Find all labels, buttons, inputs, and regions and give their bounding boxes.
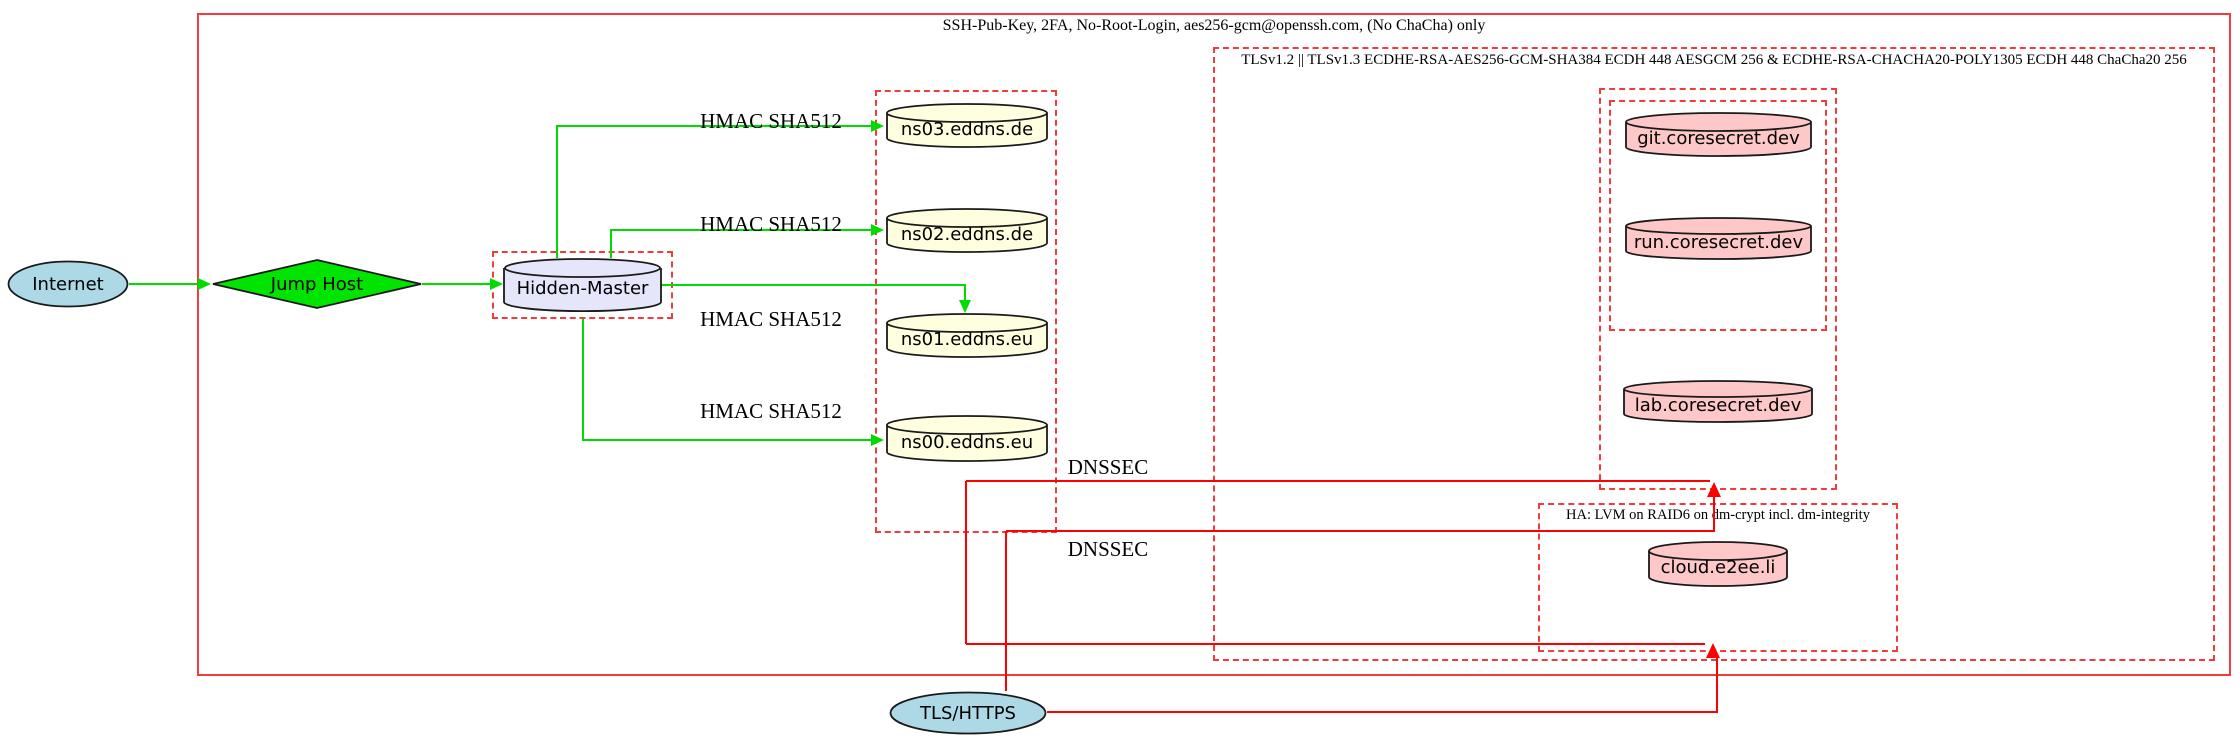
cluster-nameservers xyxy=(875,90,1057,533)
cylinder-shape xyxy=(503,258,662,312)
cylinder-shape xyxy=(1623,380,1813,423)
cylinder-shape xyxy=(1625,112,1812,157)
cluster-tls-label: TLSv1.2 || TLSv1.3 ECDHE-RSA-AES256-GCM-… xyxy=(1241,52,2187,68)
node-lab-label: lab.coresecret.dev xyxy=(1634,394,1802,416)
node-tls-https-label: TLS/HTTPS xyxy=(919,702,1016,724)
cluster-ssh-label: SSH-Pub-Key, 2FA, No-Root-Login, aes256-… xyxy=(942,17,1486,34)
node-ns02: ns02.eddns.de xyxy=(886,208,1048,253)
node-ns00: ns00.eddns.eu xyxy=(886,415,1048,462)
cylinder-shape xyxy=(886,103,1048,148)
node-ns00-label: ns00.eddns.eu xyxy=(900,431,1034,453)
edge-label-hmac-ns01: HMAC SHA512 xyxy=(700,307,842,331)
node-cloud: cloud.e2ee.li xyxy=(1648,541,1788,587)
node-run: run.coresecret.dev xyxy=(1625,217,1812,260)
node-cloud-label: cloud.e2ee.li xyxy=(1660,557,1776,578)
node-git-label: git.coresecret.dev xyxy=(1637,127,1800,149)
node-internet-label: Internet xyxy=(32,273,104,295)
node-lab: lab.coresecret.dev xyxy=(1623,380,1813,423)
node-ns01: ns01.eddns.eu xyxy=(886,313,1048,358)
node-jump-host-label: Jump Host xyxy=(270,273,364,295)
edge-label-hmac-ns02: HMAC SHA512 xyxy=(700,212,842,236)
cluster-coresecret-inner xyxy=(1609,100,1827,331)
diamond-shape xyxy=(212,259,422,309)
cylinder-shape xyxy=(886,415,1048,462)
node-jump-host: Jump Host xyxy=(212,259,422,309)
edge-label-hmac-ns03: HMAC SHA512 xyxy=(700,109,842,133)
node-git: git.coresecret.dev xyxy=(1625,112,1812,157)
node-internet: Internet xyxy=(7,260,129,308)
node-hidden-master: Hidden-Master xyxy=(503,258,662,312)
node-ns01-label: ns01.eddns.eu xyxy=(900,328,1034,350)
ellipse-shape xyxy=(889,691,1047,735)
cylinder-shape xyxy=(886,313,1048,358)
ellipse-shape xyxy=(7,260,129,308)
edge-label-dnssec-2: DNSSEC xyxy=(1067,537,1149,561)
edge-label-hmac-ns00: HMAC SHA512 xyxy=(700,399,842,423)
node-hidden-master-label: Hidden-Master xyxy=(516,278,649,299)
edge-label-dnssec-1: DNSSEC xyxy=(1067,455,1149,479)
node-ns02-label: ns02.eddns.de xyxy=(900,223,1034,245)
node-ns03: ns03.eddns.de xyxy=(886,103,1048,148)
cylinder-shape xyxy=(1648,541,1788,587)
cluster-ha-label: HA: LVM on RAID6 on dm-crypt incl. dm-in… xyxy=(1566,507,1870,523)
node-run-label: run.coresecret.dev xyxy=(1633,231,1804,253)
cylinder-shape xyxy=(1625,217,1812,260)
node-tls-https: TLS/HTTPS xyxy=(889,691,1047,735)
node-ns03-label: ns03.eddns.de xyxy=(900,118,1034,140)
cylinder-shape xyxy=(886,208,1048,253)
